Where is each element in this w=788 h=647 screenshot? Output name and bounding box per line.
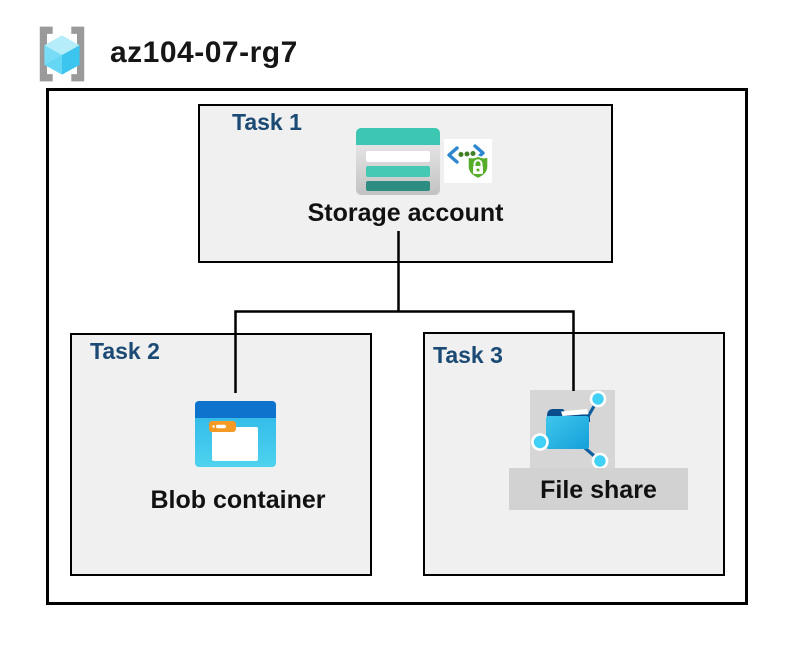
storage-account-icon	[356, 128, 440, 195]
task1-label: Task 1	[232, 109, 302, 135]
storage-account-label: Storage account	[307, 199, 504, 227]
task2-label: Task 2	[90, 338, 160, 364]
task3-label: Task 3	[433, 342, 503, 368]
file-share-icon	[530, 390, 615, 470]
blob-container-label: Blob container	[150, 486, 326, 514]
file-share-label: File share	[540, 476, 657, 504]
file-share-label-background	[509, 468, 688, 510]
resource-group-name: az104-07-rg7	[110, 36, 298, 69]
blob-container-icon	[195, 401, 276, 467]
secured-endpoint-icon	[444, 139, 492, 183]
resource-group-icon	[31, 23, 93, 85]
